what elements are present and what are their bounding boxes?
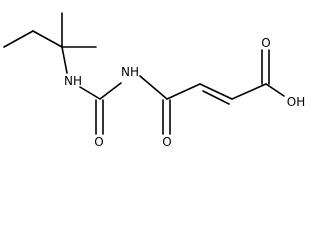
atom-label-nh-urea: NH [64,74,82,88]
bond-n-amide-c [139,75,168,100]
atom-label-oh-acid: OH [287,95,305,109]
bond-n-urea-c [79,86,101,100]
bond-skeleton [3,12,285,135]
bond-cq-n [61,46,68,74]
bond-amide-alkene [166,83,201,100]
structural-formula: O NH NH OH O O [3,12,305,149]
bond-alkene-acid [231,83,267,100]
bond-ethyl-ch2 [32,30,63,48]
bond-ethyl-ch3 [3,30,34,48]
atom-labels: O NH NH OH O O [64,36,305,149]
atom-label-o-amide-carbonyl: O [162,135,171,149]
atom-label-o-urea-carbonyl: O [94,135,103,149]
bond-alkene-a [199,83,233,100]
bond-alkene-b [202,90,230,105]
atom-label-nh-imide: NH [121,65,139,79]
bond-urea-c-n [99,82,122,100]
bond-acid-oh [265,83,285,97]
atom-label-o-acid-carbonyl: O [261,36,270,50]
